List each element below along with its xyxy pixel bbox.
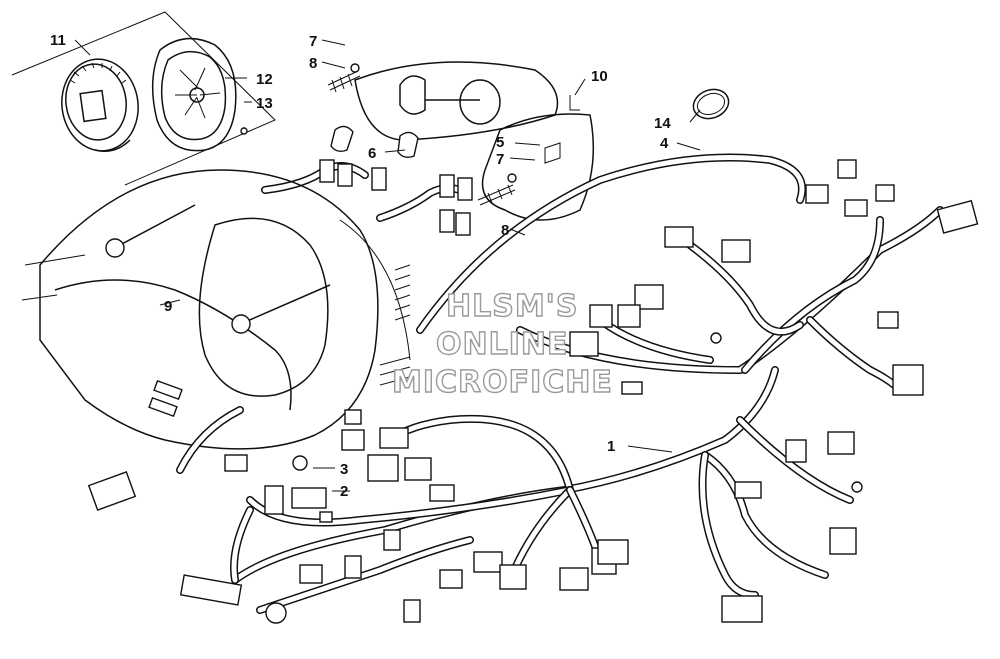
connector (569, 331, 599, 357)
connector (299, 564, 323, 584)
bulb-sockets (327, 63, 517, 206)
connector (875, 184, 895, 202)
callout-5: 5 (496, 134, 504, 151)
leader-lines (159, 39, 701, 492)
connector (383, 529, 401, 551)
connector (291, 487, 327, 509)
connector (224, 454, 248, 472)
callout-6: 6 (368, 145, 376, 162)
callout-4: 4 (660, 135, 669, 152)
callout-8b: 8 (501, 222, 509, 239)
watermark-line-1: HLSM'S (446, 289, 578, 324)
connector (148, 396, 178, 418)
front-hood (21, 169, 411, 450)
connector (844, 199, 868, 217)
connector (439, 569, 463, 589)
connector (403, 599, 421, 623)
watermark: HLSM'S ONLINE MICROFICHE (391, 288, 613, 400)
callout-2: 2 (340, 483, 348, 500)
speedometer-gauge (61, 58, 139, 152)
connector (785, 439, 807, 463)
gauge-housing (151, 37, 237, 152)
callout-12: 12 (256, 71, 273, 88)
connector (621, 381, 643, 395)
connector (664, 226, 694, 248)
connector (827, 431, 855, 455)
ring-clip-14 (692, 88, 730, 120)
connector (319, 511, 333, 523)
connector (404, 457, 432, 481)
connector (153, 379, 183, 401)
screw-13 (240, 127, 248, 135)
connector (589, 304, 613, 328)
connector (721, 239, 751, 263)
callout-14: 14 (654, 115, 671, 132)
headlight-pigtails (261, 159, 473, 236)
connector (367, 454, 399, 482)
connector (892, 364, 924, 396)
callout-7b: 7 (496, 151, 504, 168)
callout-labels: 1 2 3 4 5 6 7 7 8 8 9 10 11 12 13 14 (50, 32, 671, 500)
connector (341, 429, 365, 451)
watermark-line-2: ONLINE (436, 327, 569, 362)
connector (936, 199, 979, 234)
callout-8a: 8 (309, 55, 317, 72)
connector (877, 311, 899, 329)
connector (379, 427, 409, 449)
connector (344, 555, 362, 579)
connector (617, 304, 641, 328)
connector (734, 481, 762, 499)
watermark-line-3: MICROFICHE (392, 365, 613, 400)
main-harness-1 (87, 366, 863, 624)
connector (829, 527, 857, 555)
connector (805, 184, 829, 204)
callout-9: 9 (164, 298, 172, 315)
connector (473, 551, 503, 573)
callout-13: 13 (256, 95, 273, 112)
callout-11: 11 (50, 32, 66, 49)
connector (721, 595, 763, 623)
connector (429, 484, 455, 502)
connector (499, 564, 527, 590)
callout-1: 1 (607, 438, 615, 455)
connector (264, 485, 284, 515)
connector (179, 574, 243, 606)
harness-4 (416, 153, 979, 396)
callout-7a: 7 (309, 33, 317, 50)
connector (87, 471, 137, 511)
connector (344, 409, 362, 425)
instrument-cluster-group (11, 11, 276, 186)
connector (559, 567, 589, 591)
connector (837, 159, 857, 179)
callout-3: 3 (340, 461, 348, 478)
connector (597, 539, 629, 565)
headlight-housing (354, 61, 595, 221)
callout-10: 10 (591, 68, 608, 85)
